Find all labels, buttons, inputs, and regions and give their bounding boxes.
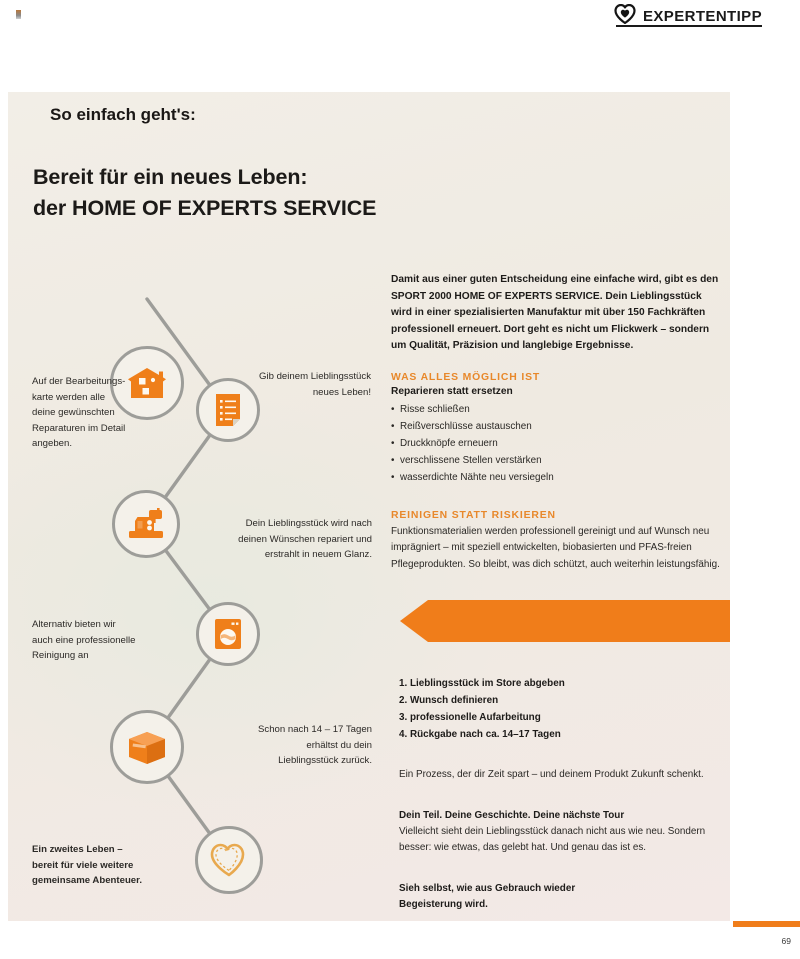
banner-ribbon-shape — [400, 600, 730, 642]
node-washing-machine[interactable] — [196, 602, 260, 666]
caption-line: Reparaturen im Detail — [32, 422, 126, 434]
service-panel: Bereit für ein neues Leben: der HOME OF … — [8, 92, 730, 921]
package-box-icon — [126, 728, 168, 766]
list-item: verschlissene Stellen verstärken — [391, 452, 721, 469]
cleaning-paragraph: Funktionsmaterialien werden professionel… — [391, 525, 720, 570]
repair-options-list: Risse schließen Reißverschlüsse austausc… — [391, 401, 721, 486]
closing-body: Vielleicht sieht dein Lieblingsstück dan… — [399, 826, 706, 854]
process-note: Ein Prozess, der dir Zeit spart – und de… — [399, 769, 704, 781]
list-item: wasserdichte Nähte neu versiegeln — [391, 469, 721, 486]
page-title: Bereit für ein neues Leben: der HOME OF … — [33, 162, 376, 223]
step-item: 3. professionelle Aufarbeitung — [399, 712, 541, 724]
right-margin — [730, 92, 800, 921]
how-it-works-banner — [398, 598, 730, 650]
caption-line: Gib deinem Lieblingsstück — [259, 371, 371, 382]
banner-label: So einfach geht's: — [50, 105, 196, 124]
steps-column: 1. Lieblingsstück im Store abgeben 2. Wu… — [399, 675, 724, 914]
caption-line: auch eine professionelle — [32, 634, 136, 646]
caption-line: deinen Wünschen repariert und — [238, 533, 372, 545]
caption-give-new-life: Gib deinem Lieblingsstück neues Leben! — [206, 369, 371, 400]
node-sewing-machine[interactable] — [112, 490, 180, 558]
caption-line: bereit für viele weitere — [32, 859, 134, 871]
caption-line: Dein Lieblingsstück wird nach — [245, 518, 372, 529]
caption-repair-card: Auf der Bearbeitungs- karte werden alle … — [32, 374, 182, 452]
caption-line: neues Leben! — [312, 386, 371, 398]
page-number: 69 — [781, 936, 791, 946]
caption-line: Reinigung an — [32, 650, 89, 662]
caption-line: deine gewünschten — [32, 407, 115, 419]
caption-return-time: Schon nach 14 – 17 Tagen erhältst du dei… — [198, 722, 372, 769]
cta-line-1: Sieh selbst, wie aus Gebrauch wieder — [399, 882, 576, 894]
expertentipp-label: EXPERTENTIPP — [643, 8, 762, 25]
footer-accent-bar — [733, 921, 800, 927]
stitched-heart-icon — [209, 842, 249, 878]
washing-machine-icon — [213, 617, 243, 651]
caption-cleaning-alternative: Alternativ bieten wir auch eine professi… — [32, 617, 190, 664]
node-stitched-heart[interactable] — [195, 826, 263, 894]
step-item: 1. Lieblingsstück im Store abgeben — [399, 678, 565, 689]
page-title-line-1: Bereit für ein neues Leben: — [33, 165, 308, 189]
list-item: Risse schließen — [391, 401, 721, 418]
heart-icon — [614, 3, 636, 29]
list-item: Reißverschlüsse austauschen — [391, 418, 721, 435]
caption-line: erhältst du dein — [306, 739, 372, 751]
cta-line-2: Begeisterung wird. — [399, 899, 488, 911]
closing-heading: Dein Teil. Deine Geschichte. Deine nächs… — [399, 809, 625, 821]
intro-paragraph: Damit aus einer guten Entscheidung eine … — [391, 274, 719, 352]
caption-second-life: Ein zweites Leben – bereit für viele wei… — [32, 842, 204, 889]
section-heading-possibilities: WAS ALLES MÖGLICH IST — [391, 371, 541, 383]
right-text-column: Damit aus einer guten Entscheidung eine … — [391, 272, 721, 573]
caption-line: erstrahlt in neuem Glanz. — [264, 549, 372, 561]
caption-line: Auf der Bearbeitungs- — [32, 376, 126, 387]
sewing-machine-icon — [127, 507, 165, 541]
page-header: EXPERTENTIPP — [0, 0, 800, 92]
caption-line: Schon nach 14 – 17 Tagen — [258, 724, 372, 735]
list-item: Druckknöpfe erneuern — [391, 435, 721, 452]
caption-line: Ein zweites Leben – — [32, 844, 123, 855]
caption-repaired-shine: Dein Lieblingsstück wird nach deinen Wün… — [194, 516, 372, 563]
caption-line: Alternativ bieten wir — [32, 619, 116, 630]
step-item: 2. Wunsch definieren — [399, 695, 499, 707]
caption-line: karte werden alle — [32, 391, 106, 403]
step-item: 4. Rückgabe nach ca. 14–17 Tagen — [399, 729, 561, 741]
expertentipp-badge: EXPERTENTIPP — [614, 3, 762, 29]
page-title-line-2: der HOME OF EXPERTS SERVICE — [33, 195, 377, 220]
badge-underline — [616, 25, 762, 27]
corner-registration-mark — [16, 10, 21, 19]
caption-line: Lieblingsstück zurück. — [278, 755, 372, 767]
section-subheading-repair: Reparieren statt ersetzen — [391, 385, 513, 397]
node-package-box[interactable] — [110, 710, 184, 784]
section-heading-cleaning: REINIGEN STATT RISKIEREN — [391, 509, 556, 521]
caption-line: gemeinsame Abenteuer. — [32, 875, 143, 887]
caption-line: angeben. — [32, 438, 73, 450]
